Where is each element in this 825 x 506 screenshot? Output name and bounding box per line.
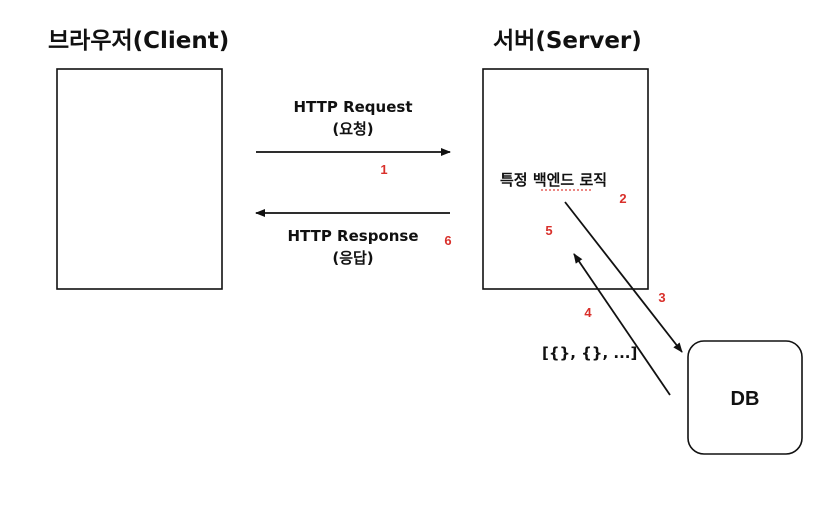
step-4: 4 (584, 305, 592, 320)
step-5: 5 (545, 223, 552, 238)
request-label: HTTP Request (294, 98, 413, 116)
server-title: 서버(Server) (493, 28, 642, 54)
db-box (687, 340, 803, 455)
step-1: 1 (380, 162, 387, 177)
client-box (56, 68, 223, 290)
server-logic-label: 특정 백엔드 로직 (500, 171, 607, 189)
step-6: 6 (444, 233, 451, 248)
step-2: 2 (619, 191, 626, 206)
response-label: HTTP Response (287, 227, 418, 245)
query-arrow (564, 201, 683, 353)
step-3: 3 (658, 290, 665, 305)
result-arrow (573, 253, 671, 396)
client-title: 브라우저(Client) (48, 28, 229, 54)
server-box (482, 68, 649, 290)
response-sublabel: (응답) (332, 249, 373, 267)
db-result-label: [{}, {}, ...] (542, 344, 637, 362)
db-label: DB (731, 388, 760, 410)
request-sublabel: (요청) (332, 120, 373, 138)
